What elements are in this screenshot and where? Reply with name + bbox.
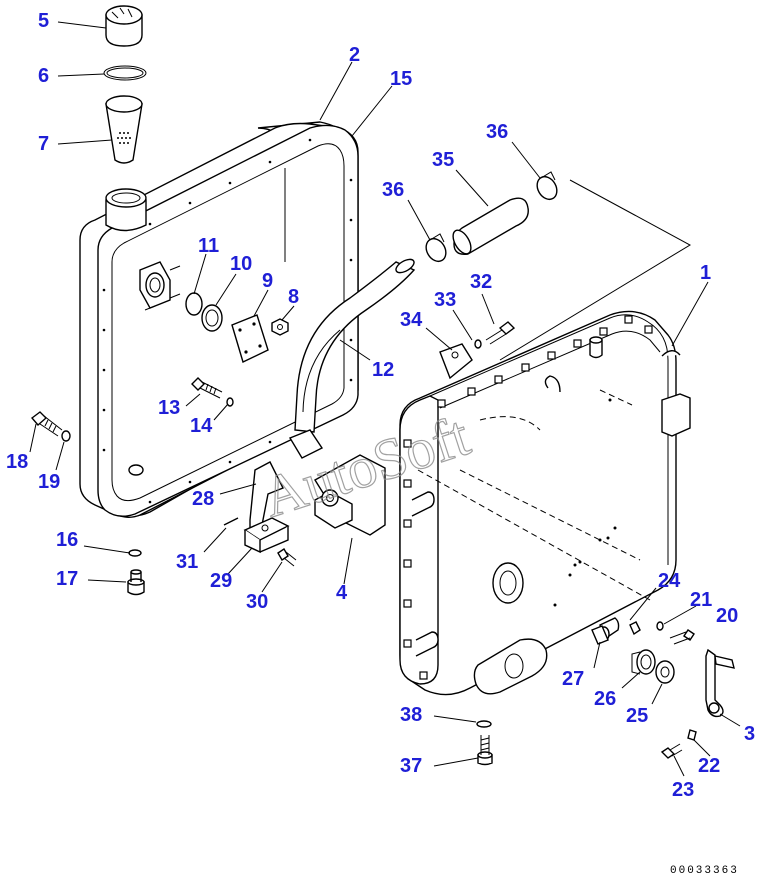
label-part-28: 28 <box>192 488 214 510</box>
label-part-13: 13 <box>158 397 180 419</box>
breather-pipe <box>294 258 416 433</box>
front-tank <box>399 310 691 696</box>
washer-25 <box>655 660 675 684</box>
label-part-24: 24 <box>658 570 681 592</box>
washer-33 <box>474 339 482 349</box>
label-part-37: 37 <box>400 755 422 777</box>
gasket-10 <box>201 304 223 332</box>
o-ring-11 <box>185 292 203 316</box>
bushing-26 <box>631 649 656 675</box>
label-part-18: 18 <box>6 451 28 473</box>
label-part-12: 12 <box>372 359 394 381</box>
label-part-3: 3 <box>744 723 755 745</box>
label-part-35: 35 <box>432 149 454 171</box>
clamp-36a <box>425 233 447 263</box>
label-part-1: 1 <box>700 262 711 284</box>
leader-lines <box>29 21 741 777</box>
filler-cap <box>105 5 143 47</box>
label-part-27: 27 <box>562 668 584 690</box>
nut-8 <box>271 318 289 336</box>
clamp-36b <box>536 171 558 201</box>
label-part-36-left: 36 <box>382 179 404 201</box>
bolt-13 <box>191 377 223 399</box>
label-part-6: 6 <box>38 65 49 87</box>
bracket-34 <box>439 343 473 380</box>
label-part-32: 32 <box>470 271 492 293</box>
o-ring <box>103 65 147 81</box>
document-code: 00033363 <box>670 865 739 877</box>
pin-31 <box>223 517 239 526</box>
clip-28 <box>249 461 284 532</box>
block-29 <box>243 517 290 554</box>
bolt-32 <box>485 321 516 345</box>
label-part-31: 31 <box>176 551 198 573</box>
label-part-38: 38 <box>400 704 422 726</box>
hose-35 <box>452 197 529 255</box>
sender-mount <box>139 261 181 311</box>
label-part-22: 22 <box>698 755 720 777</box>
label-part-26: 26 <box>594 688 616 710</box>
bolt-20 <box>669 629 695 645</box>
part-labels: 5 6 7 2 15 36 35 36 11 10 9 8 32 33 34 1… <box>6 10 755 801</box>
label-part-20: 20 <box>716 605 738 627</box>
screw-22 <box>687 729 697 741</box>
bolt-18 <box>30 411 63 437</box>
label-part-36-top: 36 <box>486 121 508 143</box>
label-part-23: 23 <box>672 779 694 801</box>
label-part-33: 33 <box>434 289 456 311</box>
bolt-37 <box>477 735 493 766</box>
label-part-15: 15 <box>390 68 412 90</box>
label-part-5: 5 <box>38 10 49 32</box>
label-part-29: 29 <box>210 570 232 592</box>
gasket-16 <box>128 549 142 557</box>
label-part-34: 34 <box>400 309 423 331</box>
pin-24 <box>629 621 641 636</box>
bolt-23 <box>660 743 683 759</box>
washer-38 <box>476 720 492 728</box>
label-part-11: 11 <box>198 235 219 257</box>
label-part-30: 30 <box>246 591 268 613</box>
fitting-27 <box>591 625 609 645</box>
label-part-19: 19 <box>38 471 60 493</box>
label-part-8: 8 <box>288 286 299 308</box>
rear-tank <box>79 121 359 518</box>
label-part-7: 7 <box>38 133 49 155</box>
washer-19 <box>61 430 71 442</box>
label-part-2: 2 <box>349 44 360 66</box>
strainer <box>105 95 143 164</box>
washer-21 <box>656 621 664 631</box>
label-part-14: 14 <box>190 415 213 437</box>
cover-plate-9 <box>231 314 269 363</box>
label-part-17: 17 <box>56 568 78 590</box>
plug-17 <box>127 569 145 596</box>
label-part-21: 21 <box>690 589 712 611</box>
washer-14 <box>226 397 234 407</box>
bolt-30 <box>277 548 297 567</box>
label-part-4: 4 <box>336 582 348 604</box>
bracket-4 <box>288 429 386 536</box>
label-part-25: 25 <box>626 705 648 727</box>
label-part-10: 10 <box>230 253 252 275</box>
label-part-16: 16 <box>56 529 78 551</box>
label-part-9: 9 <box>262 270 273 292</box>
lever-3 <box>705 648 735 718</box>
